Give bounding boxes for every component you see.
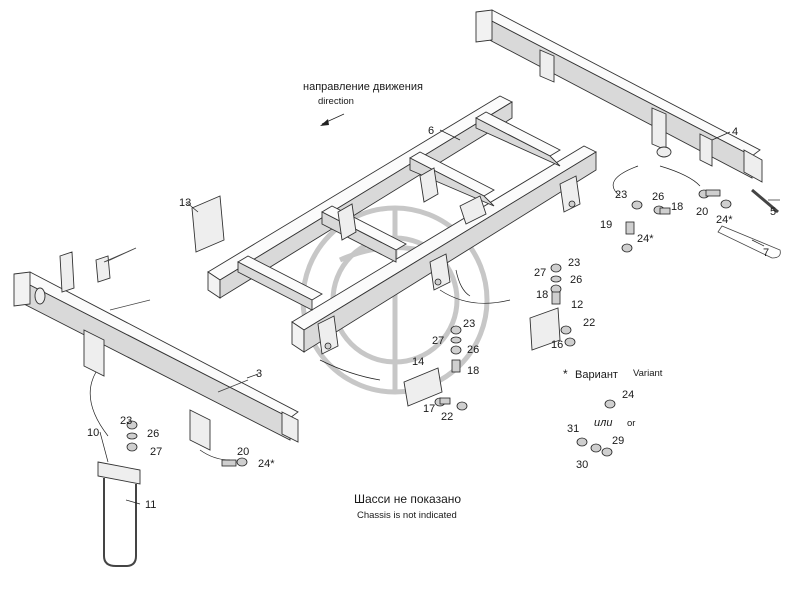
callout-5: 5 <box>770 206 776 218</box>
callout-24-rear: 24* <box>716 214 733 226</box>
callout-23-mid: 23 <box>463 318 475 330</box>
callout-31: 31 <box>567 423 579 435</box>
callout-11: 11 <box>145 499 156 511</box>
callout-18-rear: 18 <box>671 201 683 213</box>
u-bolt-11 <box>103 478 137 567</box>
direction-label-ru: направление движения <box>303 81 423 93</box>
callout-24-center: 24* <box>637 233 654 245</box>
callout-22-mid: 22 <box>441 411 453 423</box>
callout-leaders <box>99 129 780 505</box>
callout-27-upper: 27 <box>534 267 546 279</box>
callout-14: 14 <box>412 356 424 368</box>
variant-label-en: Variant <box>633 368 663 379</box>
or-label-en: or <box>627 418 635 429</box>
callout-23-front: 23 <box>120 415 132 427</box>
callout-30: 30 <box>576 459 588 471</box>
callout-23-upper: 23 <box>568 257 580 269</box>
callout-numbers: 3 4 5 6 7 10 11 13 23 26 18 20 24* 19 24… <box>87 125 776 511</box>
callout-20-rear: 20 <box>696 206 708 218</box>
variant-asterisk: * <box>563 367 568 381</box>
callout-23-rear: 23 <box>615 189 627 201</box>
callout-24-front: 24* <box>258 458 275 470</box>
chassis-note-ru: Шасси не показано <box>354 492 461 506</box>
callout-26-upper: 26 <box>570 274 582 286</box>
front-beam <box>13 247 299 451</box>
callout-18-mid: 18 <box>467 365 479 377</box>
fasteners <box>126 189 732 467</box>
callout-12: 12 <box>571 299 583 311</box>
callout-27-front: 27 <box>150 446 162 458</box>
callout-26-rear: 26 <box>652 191 664 203</box>
callout-20-front: 20 <box>237 446 249 458</box>
chassis-note-en: Chassis is not indicated <box>357 510 457 521</box>
pin-5 <box>751 188 779 214</box>
bracket-12 <box>529 307 561 351</box>
callout-17: 17 <box>423 403 435 415</box>
bracket-13 <box>191 195 225 253</box>
rear-beam <box>475 9 763 183</box>
callout-3: 3 <box>256 368 262 380</box>
clip-7 <box>717 225 781 259</box>
main-subframe <box>207 95 597 355</box>
callout-6: 6 <box>428 125 434 137</box>
callout-10: 10 <box>87 427 99 439</box>
callout-16: 16 <box>551 339 563 351</box>
bracket-14 <box>403 367 443 407</box>
or-label-ru: или <box>594 417 612 429</box>
callout-19: 19 <box>600 219 612 231</box>
direction-label-en: direction <box>318 96 354 107</box>
callout-27-mid: 27 <box>432 335 444 347</box>
plate-10 <box>97 461 141 485</box>
callout-18-upper: 18 <box>536 289 548 301</box>
callout-4: 4 <box>732 126 738 138</box>
callout-22-upper: 22 <box>583 317 595 329</box>
variant-label-ru: Вариант <box>575 369 618 381</box>
callout-29: 29 <box>612 435 624 447</box>
callout-24-variant: 24 <box>622 389 634 401</box>
callout-7: 7 <box>763 247 769 259</box>
callout-26-front: 26 <box>147 428 159 440</box>
callout-13: 13 <box>179 197 191 209</box>
leader-lines <box>89 113 701 461</box>
callout-26-mid: 26 <box>467 344 479 356</box>
